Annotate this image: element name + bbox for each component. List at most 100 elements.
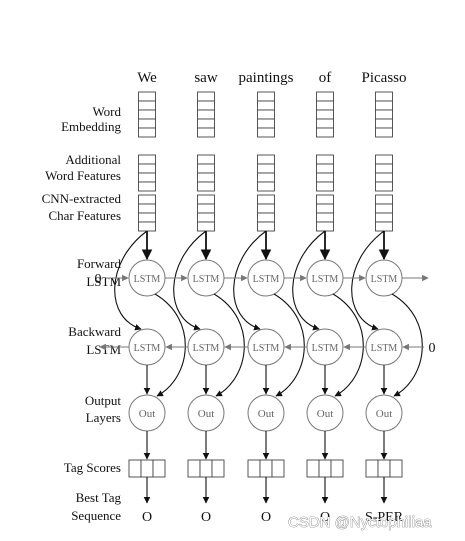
forward-lstm-label: LSTM bbox=[371, 274, 398, 285]
word-embedding-vector-cell bbox=[375, 127, 393, 138]
word-embedding-vector-cell bbox=[316, 118, 334, 129]
word-feature-vector-cell bbox=[257, 154, 275, 165]
label-best-tag-sequence-line-2: Sequence bbox=[71, 508, 121, 523]
label-tag-scores-line-1: Tag Scores bbox=[64, 460, 121, 475]
output-layer-node: Out bbox=[365, 394, 403, 432]
tag-score-cell bbox=[259, 459, 273, 478]
output-layer-node: Out bbox=[128, 394, 166, 432]
word-feature-vector-cell bbox=[375, 172, 393, 183]
output-label: Out bbox=[376, 408, 393, 420]
word-feature-vector-cell bbox=[375, 154, 393, 165]
char-feature-vector-cell bbox=[375, 212, 393, 223]
word-feature-vector-cell bbox=[138, 172, 156, 183]
char-feature-vector bbox=[375, 194, 393, 232]
input-word: of bbox=[319, 70, 332, 86]
tag-score-cell bbox=[306, 459, 320, 478]
output-label: Out bbox=[317, 408, 334, 420]
label-char-features-line-1: CNN-extracted bbox=[42, 191, 122, 206]
forward-lstm-label: LSTM bbox=[193, 274, 220, 285]
word-embedding-vector-cell bbox=[257, 127, 275, 138]
tag-score-vector bbox=[306, 459, 344, 478]
tag-score-cell bbox=[330, 459, 344, 478]
word-embedding-vector-cell bbox=[138, 127, 156, 138]
word-embedding-vector-cell bbox=[375, 91, 393, 102]
char-feature-vector-cell bbox=[138, 203, 156, 214]
tag-score-vector bbox=[247, 459, 285, 478]
forward-lstm-node: LSTM bbox=[365, 259, 403, 297]
word-feature-vector bbox=[138, 154, 156, 192]
backward-lstm-label: LSTM bbox=[371, 343, 398, 354]
char-feature-vector-cell bbox=[375, 203, 393, 214]
input-to-backward-arrow bbox=[114, 230, 148, 331]
output-label: Out bbox=[258, 408, 275, 420]
forward-to-output-arrow bbox=[154, 293, 186, 397]
tag-score-vector bbox=[128, 459, 166, 478]
char-feature-vector-cell bbox=[257, 194, 275, 205]
output-label: Out bbox=[139, 408, 156, 420]
char-feature-vector-cell bbox=[257, 221, 275, 232]
label-best-tag-sequence-line-1: Best Tag bbox=[76, 490, 122, 505]
backward-lstm-node: LSTM bbox=[128, 328, 166, 366]
output-label: Out bbox=[198, 408, 215, 420]
char-feature-vector-cell bbox=[316, 194, 334, 205]
word-embedding-vector-cell bbox=[375, 109, 393, 120]
word-embedding-vector bbox=[138, 91, 156, 138]
backward-lstm-node: LSTM bbox=[247, 328, 285, 366]
word-feature-vector bbox=[316, 154, 334, 192]
label-char-features-line-2: Char Features bbox=[48, 208, 121, 223]
word-embedding-vector-cell bbox=[138, 100, 156, 111]
char-feature-vector-cell bbox=[197, 212, 215, 223]
forward-lstm-node: LSTM bbox=[128, 259, 166, 297]
input-to-backward-arrow bbox=[173, 230, 207, 331]
label-output-layers-line-2: Layers bbox=[86, 410, 121, 425]
backward-initial-state: 0 bbox=[429, 341, 436, 356]
char-feature-vector-cell bbox=[257, 212, 275, 223]
char-feature-vector-cell bbox=[257, 203, 275, 214]
label-tag-scores: Tag Scores bbox=[64, 460, 121, 475]
word-embedding-vector-cell bbox=[316, 100, 334, 111]
word-embedding-vector-cell bbox=[316, 109, 334, 120]
word-feature-vector-cell bbox=[375, 181, 393, 192]
char-feature-vector bbox=[197, 194, 215, 232]
word-embedding-vector-cell bbox=[257, 100, 275, 111]
tag-score-cell bbox=[128, 459, 142, 478]
forward-lstm-label: LSTM bbox=[253, 274, 280, 285]
word-embedding-vector-cell bbox=[316, 127, 334, 138]
word-feature-vector-cell bbox=[316, 181, 334, 192]
output-layer-node: Out bbox=[187, 394, 225, 432]
predicted-tag: O bbox=[142, 510, 152, 525]
word-embedding-vector-cell bbox=[197, 118, 215, 129]
input-word: Picasso bbox=[362, 70, 407, 86]
forward-to-output-arrow bbox=[273, 293, 305, 397]
backward-lstm-node: LSTM bbox=[306, 328, 344, 366]
word-embedding-vector-cell bbox=[257, 118, 275, 129]
tag-score-cell bbox=[318, 459, 332, 478]
word-embedding-vector-cell bbox=[138, 91, 156, 102]
tag-score-cell bbox=[247, 459, 261, 478]
word-embedding-vector-cell bbox=[316, 91, 334, 102]
backward-lstm-label: LSTM bbox=[134, 343, 161, 354]
predicted-tag: O bbox=[201, 510, 211, 525]
word-feature-vector-cell bbox=[257, 181, 275, 192]
word-feature-vector-cell bbox=[138, 181, 156, 192]
tag-score-cell bbox=[199, 459, 213, 478]
tag-score-cell bbox=[140, 459, 154, 478]
output-layer-node: Out bbox=[247, 394, 285, 432]
tag-score-cell bbox=[152, 459, 166, 478]
tag-score-cell bbox=[211, 459, 225, 478]
word-embedding-vector bbox=[316, 91, 334, 138]
backward-lstm-node: LSTM bbox=[365, 328, 403, 366]
word-embedding-vector bbox=[197, 91, 215, 138]
input-word: saw bbox=[194, 70, 217, 86]
word-feature-vector-cell bbox=[197, 163, 215, 174]
predicted-tag: O bbox=[261, 510, 271, 525]
word-feature-vector-cell bbox=[197, 181, 215, 192]
label-additional-features-line-2: Word Features bbox=[45, 168, 121, 183]
word-feature-vector-cell bbox=[316, 154, 334, 165]
